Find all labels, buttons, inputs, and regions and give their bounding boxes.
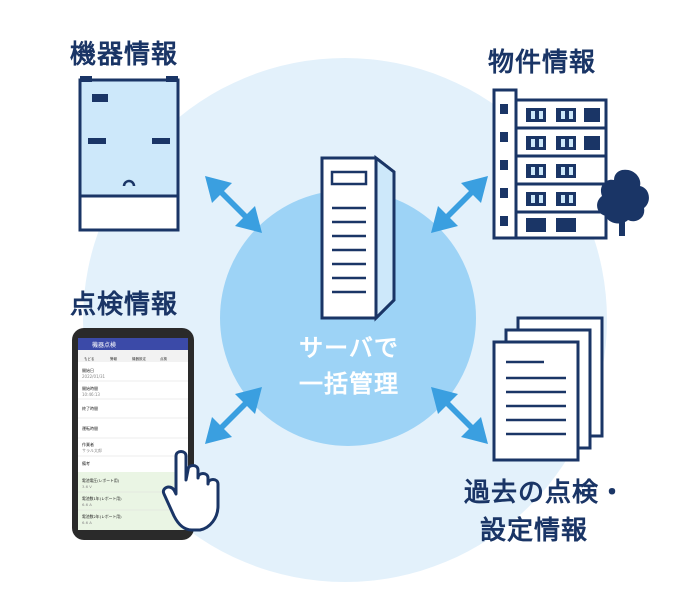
- phone-field-label-2: 終了時間: [82, 405, 98, 411]
- pointing-hand-icon: [161, 450, 220, 532]
- phone-field-value-0: 2022/01/31: [82, 374, 106, 379]
- phone-field-label-8: 電池数2年(レポート用): [82, 514, 122, 519]
- phone-field-label-3: 運転時間: [82, 425, 98, 431]
- phone-tab-1[interactable]: 警報: [110, 356, 117, 361]
- phone-tab-3[interactable]: 点検: [160, 356, 167, 361]
- phone-tab-0[interactable]: もどる: [84, 356, 94, 361]
- server-icon: [320, 154, 396, 322]
- phone-field-label-5: 備考: [82, 460, 90, 466]
- tablet-device: 機器点検 もどる 警報 機器設定 点検 開始日 2022/01/31 開始時間 …: [72, 328, 194, 540]
- arrow-top-left: [205, 176, 262, 233]
- phone-field-label-7: 電池数1年(レポート用): [82, 496, 122, 501]
- label-equipment-info: 機器情報: [70, 40, 179, 70]
- phone-field-value-7: 6.6 A: [82, 502, 92, 507]
- phone-field-label-1: 開始時間: [82, 385, 98, 391]
- phone-field-label-6: 電池電圧(レポート用): [82, 478, 120, 483]
- label-inspection-info: 点検情報: [70, 290, 179, 320]
- label-property-info: 物件情報: [488, 48, 597, 78]
- phone-field-value-4: サラル太郎: [82, 447, 102, 453]
- arrow-bottom-right: [431, 387, 488, 444]
- phone-field-label-0: 開始日: [82, 367, 94, 373]
- label-past-settings: 設定情報: [480, 516, 589, 546]
- tree-icon: [597, 169, 649, 236]
- center-line-2: 一括管理: [299, 370, 399, 398]
- phone-field-value-8: 6.6 A: [82, 520, 92, 525]
- arrow-top-right: [431, 176, 488, 233]
- center-caption: サーバで 一括管理: [284, 330, 414, 402]
- equipment-cabinet-icon: [78, 76, 180, 232]
- phone-field-label-4: 作業者: [82, 441, 94, 447]
- phone-tab-2[interactable]: 機器設定: [132, 356, 146, 361]
- phone-field-value-1: 10:46:13: [82, 392, 100, 397]
- arrow-bottom-left: [205, 387, 262, 444]
- documents-icon: [492, 316, 604, 462]
- center-line-1: サーバで: [299, 334, 399, 362]
- label-past-inspection: 過去の点検・: [464, 478, 627, 508]
- phone-header-title: 機器点検: [92, 341, 116, 349]
- phone-field-value-6: 3.6 V: [82, 484, 92, 489]
- building-icon: [492, 88, 608, 240]
